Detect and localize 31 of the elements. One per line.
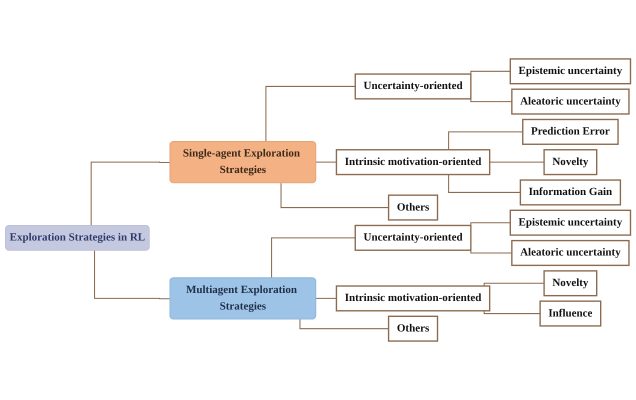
node-box: Novelty (543, 270, 598, 296)
node-box: Aleatoric uncertainty (511, 240, 630, 266)
node-box: Uncertainty-oriented (354, 73, 472, 100)
connector (489, 162, 544, 163)
node-box: Others (388, 194, 438, 221)
node-box: Influence (539, 300, 602, 327)
connector (265, 86, 356, 142)
connector (484, 310, 540, 314)
connector (271, 237, 356, 278)
node-box: Uncertainty-oriented (354, 224, 472, 251)
connector (484, 282, 544, 286)
node-box: Information Gain (520, 179, 622, 206)
node-box: Prediction Error (522, 118, 619, 145)
connector (316, 162, 336, 163)
node-box: Epistemic uncertainty (510, 210, 632, 236)
connector (299, 319, 389, 330)
connector (448, 131, 523, 150)
connector (470, 70, 510, 76)
connector (280, 183, 389, 208)
connector (470, 96, 512, 102)
connector (470, 222, 510, 228)
connector (94, 250, 170, 300)
node-box: Others (388, 316, 438, 342)
node-box: Epistemic uncertainty (510, 58, 632, 84)
node-box: Intrinsic motivation-oriented (336, 149, 490, 176)
node-box: Intrinsic motivation-oriented (336, 285, 490, 312)
node-box: Aleatoric uncertainty (511, 88, 630, 115)
connector (90, 162, 170, 226)
connector (316, 298, 336, 300)
connector (448, 174, 520, 193)
node-box: Novelty (543, 149, 598, 176)
